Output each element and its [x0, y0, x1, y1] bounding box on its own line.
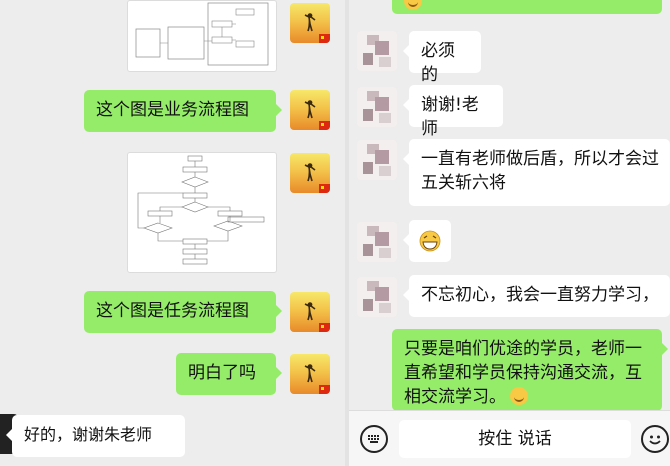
- contact-avatar[interactable]: [357, 140, 397, 180]
- flag-icon: [319, 121, 330, 130]
- flag-icon: [319, 34, 330, 43]
- flowchart-image-message[interactable]: [127, 152, 277, 273]
- my-avatar[interactable]: [290, 3, 330, 43]
- message-bubble[interactable]: 必须的: [403, 31, 481, 85]
- silhouette-icon: [304, 302, 316, 321]
- flag-icon: [319, 385, 330, 394]
- smile-emoji-icon: [404, 0, 422, 10]
- silhouette-icon: [304, 100, 316, 119]
- contact-avatar[interactable]: [357, 222, 397, 262]
- message-bubble[interactable]: 只要是咱们优途的学员，老师一直希望和学员保持沟通交流，互相交流学习。: [392, 329, 668, 411]
- my-avatar[interactable]: [290, 90, 330, 130]
- emoji-message[interactable]: [403, 220, 451, 262]
- silhouette-icon: [304, 13, 316, 32]
- silhouette-icon: [304, 364, 316, 383]
- keyboard-icon[interactable]: [360, 425, 388, 453]
- task-flowchart-thumbnail: [137, 155, 265, 265]
- left-chat-pane: 这个图是业务流程图: [0, 0, 330, 457]
- grin-emoji-icon: [419, 230, 441, 252]
- pane-divider: [345, 0, 349, 466]
- flag-icon: [319, 323, 330, 332]
- message-text: 只要是咱们优途的学员，老师一直希望和学员保持沟通交流，互相交流学习。: [404, 339, 642, 407]
- business-flow-diagram-thumbnail: [135, 2, 269, 66]
- right-chat-pane: 必须的 谢谢!老师 一直有老师做后盾，所以才会过五关斩六将 不忘初心，我会一直努…: [349, 0, 670, 466]
- message-bubble-partial[interactable]: [392, 0, 662, 14]
- flag-icon: [319, 184, 330, 193]
- my-avatar[interactable]: [290, 292, 330, 332]
- silhouette-icon: [304, 163, 316, 182]
- emoji-icon[interactable]: [641, 425, 669, 453]
- message-bubble[interactable]: 谢谢!老师: [403, 85, 503, 139]
- input-toolbar: 按住 说话: [349, 410, 670, 466]
- hold-to-talk-button[interactable]: 按住 说话: [399, 420, 631, 458]
- my-avatar[interactable]: [290, 354, 330, 394]
- diagram-image-message[interactable]: [127, 0, 277, 72]
- message-bubble[interactable]: 明白了吗: [176, 353, 282, 395]
- message-bubble[interactable]: 这个图是任务流程图: [84, 291, 282, 333]
- message-bubble[interactable]: 好的，谢谢朱老师: [6, 415, 185, 457]
- contact-avatar[interactable]: [357, 87, 397, 127]
- contact-avatar[interactable]: [357, 277, 397, 317]
- my-avatar[interactable]: [290, 153, 330, 193]
- message-bubble[interactable]: 这个图是业务流程图: [84, 90, 282, 132]
- smile-emoji-icon: [510, 387, 528, 405]
- message-bubble[interactable]: 一直有老师做后盾，所以才会过五关斩六将: [403, 139, 670, 206]
- message-bubble[interactable]: 不忘初心，我会一直努力学习，: [403, 275, 670, 317]
- contact-avatar[interactable]: [357, 31, 397, 71]
